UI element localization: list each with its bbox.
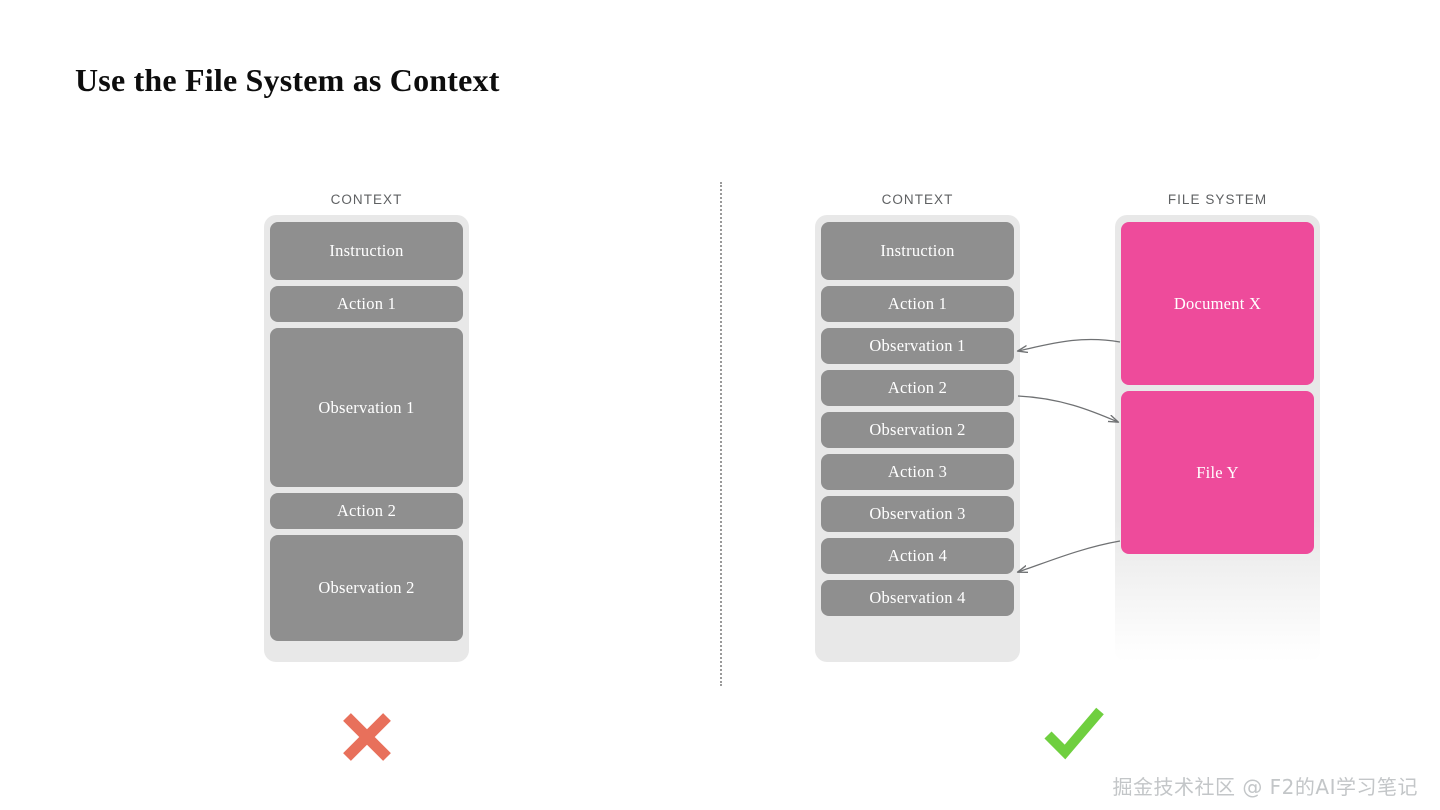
right-context-block: Action 4 bbox=[821, 538, 1014, 574]
left-context-label: CONTEXT bbox=[330, 192, 403, 207]
right-context-block: Instruction bbox=[821, 222, 1014, 280]
right-context-block: Observation 3 bbox=[821, 496, 1014, 532]
left-context-block: Instruction bbox=[270, 222, 463, 280]
cross-icon bbox=[343, 713, 391, 761]
right-context-block-label: Observation 1 bbox=[869, 336, 966, 355]
right-context-block-label: Action 1 bbox=[887, 294, 948, 313]
vertical-dotted-divider bbox=[720, 182, 722, 686]
right-context-block-label: Action 2 bbox=[887, 378, 948, 397]
file-system-stack: Document X File Y bbox=[1115, 215, 1320, 662]
left-context-block: Observation 2 bbox=[270, 535, 463, 641]
file-system-label: FILE SYSTEM bbox=[1167, 192, 1268, 207]
right-context-label: CONTEXT bbox=[881, 192, 954, 207]
right-context-block: Observation 2 bbox=[821, 412, 1014, 448]
right-context-block-label: Action 4 bbox=[887, 546, 948, 565]
right-context-block: Observation 1 bbox=[821, 328, 1014, 364]
right-context-block-label: Instruction bbox=[880, 241, 955, 260]
file-system-block: Document X bbox=[1121, 222, 1314, 385]
right-context-block: Action 1 bbox=[821, 286, 1014, 322]
right-context-block: Action 3 bbox=[821, 454, 1014, 490]
left-context-block-label: Action 2 bbox=[336, 501, 397, 520]
left-context-block-label: Instruction bbox=[329, 241, 404, 260]
left-context-block: Action 2 bbox=[270, 493, 463, 529]
left-context-block-label: Observation 1 bbox=[318, 397, 415, 417]
right-context-block-label: Observation 3 bbox=[869, 504, 966, 523]
left-context-block: Observation 1 bbox=[270, 328, 463, 487]
watermark-text: 掘金技术社区 @ F2的AI学习笔记 bbox=[1112, 775, 1418, 799]
right-context-block-label: Action 3 bbox=[887, 462, 948, 481]
arrow-document-x-to-observation-1 bbox=[1018, 338, 1121, 351]
arrow-action-2-to-file-y bbox=[1017, 395, 1118, 422]
page-title: Use the File System as Context bbox=[75, 62, 500, 98]
right-context-block: Action 2 bbox=[821, 370, 1014, 406]
right-context-block-label: Observation 2 bbox=[869, 420, 966, 439]
arrow-file-y-to-action-4 bbox=[1018, 540, 1121, 572]
file-system-block-label: File Y bbox=[1196, 462, 1239, 482]
file-system-block-label: Document X bbox=[1173, 293, 1262, 313]
left-context-block-label: Action 1 bbox=[336, 294, 397, 313]
check-icon bbox=[1044, 707, 1104, 760]
right-context-block-label: Observation 4 bbox=[869, 588, 966, 607]
left-context-block: Action 1 bbox=[270, 286, 463, 322]
file-system-block: File Y bbox=[1121, 391, 1314, 554]
left-context-block-label: Observation 2 bbox=[318, 578, 415, 597]
right-context-block: Observation 4 bbox=[821, 580, 1014, 616]
